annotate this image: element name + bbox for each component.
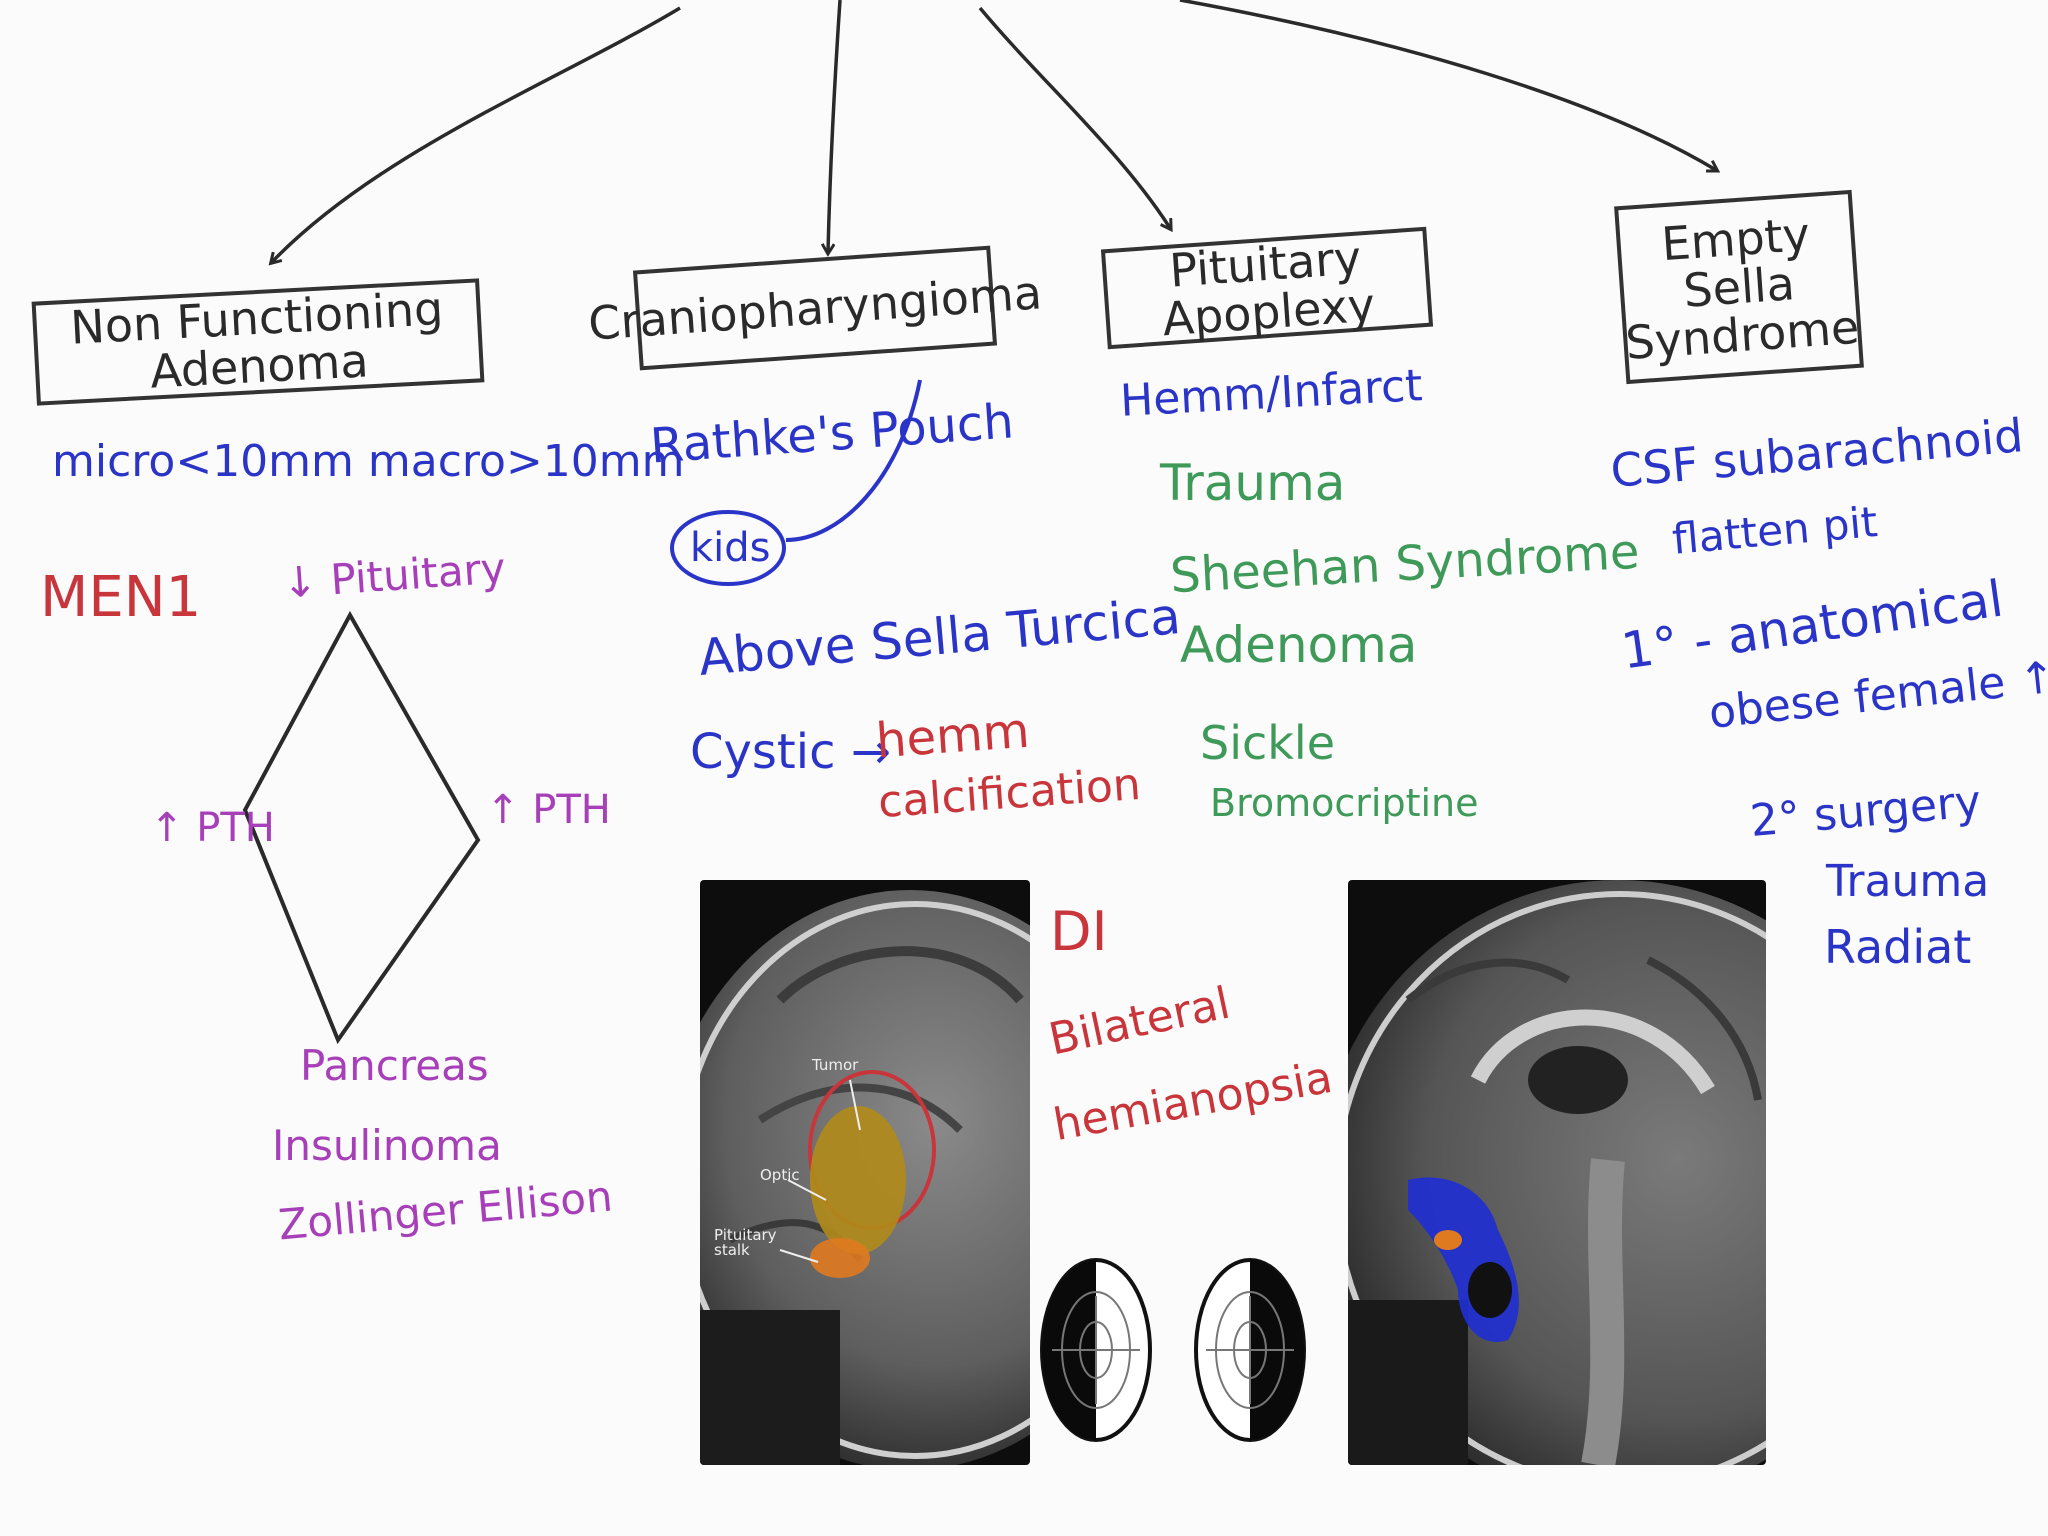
box-apoplexy-title: Pituitary Apoplexy [1160,230,1377,347]
arrow-to-empty-sella [1179,0,1716,170]
visual-field-right-eye-icon [1194,1258,1306,1442]
kids-label: kids [690,525,771,571]
mri-empty-sella [1348,880,1766,1465]
mri-craniopharyngioma: Tumor Optic Pituitary stalk [700,880,1030,1465]
symptom-di: DI [1050,900,1108,963]
cystic-detail-hemm: hemm [874,702,1032,770]
diamond-bottom-line-2: Insulinoma [272,1121,502,1170]
mri-empty-sella-drawing [1348,880,1766,1465]
mri-label-tumor: Tumor [812,1056,859,1074]
diamond-left-label: ↑ PTH [150,805,275,851]
arrow-to-apoplexy [978,6,1170,228]
cystic-label: Cystic → [690,724,891,780]
box-craniopharyngioma-title: Craniopharyngioma [586,265,1044,351]
men1-label: MEN1 [40,565,202,630]
diamond-bottom-line-1: Pancreas [300,1041,489,1090]
apoplexy-item-sickle: Sickle [1200,716,1335,770]
apoplexy-item-bromocriptine: Bromocriptine [1210,781,1479,825]
visual-field-left-eye-icon [1040,1258,1152,1442]
diamond-right-label: ↑ PTH [486,787,611,833]
apoplexy-item-trauma: Trauma [1160,454,1346,512]
kids-circle [670,510,786,586]
box-empty-sella-syndrome: Empty Sella Syndrome [1614,189,1864,385]
empty-sella-line-7: Radiat [1824,920,1972,974]
kids-link [785,379,922,542]
mri-label-optic: Optic [760,1166,800,1184]
adenoma-size-line: micro<10mm macro>10mm [52,436,685,487]
apoplexy-item-adenoma: Adenoma [1180,616,1418,674]
arrow-to-craniopharyngioma [828,0,842,252]
tumor-mark [810,1106,906,1254]
arrow-to-nonfunctioning [272,6,681,262]
men1-diamond [242,610,481,1045]
empty-sella-line-6: Trauma [1826,856,1990,907]
mri-label-pituitary: Pituitary stalk [714,1226,777,1259]
mri-craniopharyngioma-drawing [700,890,1030,1465]
box-nonfunctioning-title: Non Functioning Adenoma [69,281,445,399]
